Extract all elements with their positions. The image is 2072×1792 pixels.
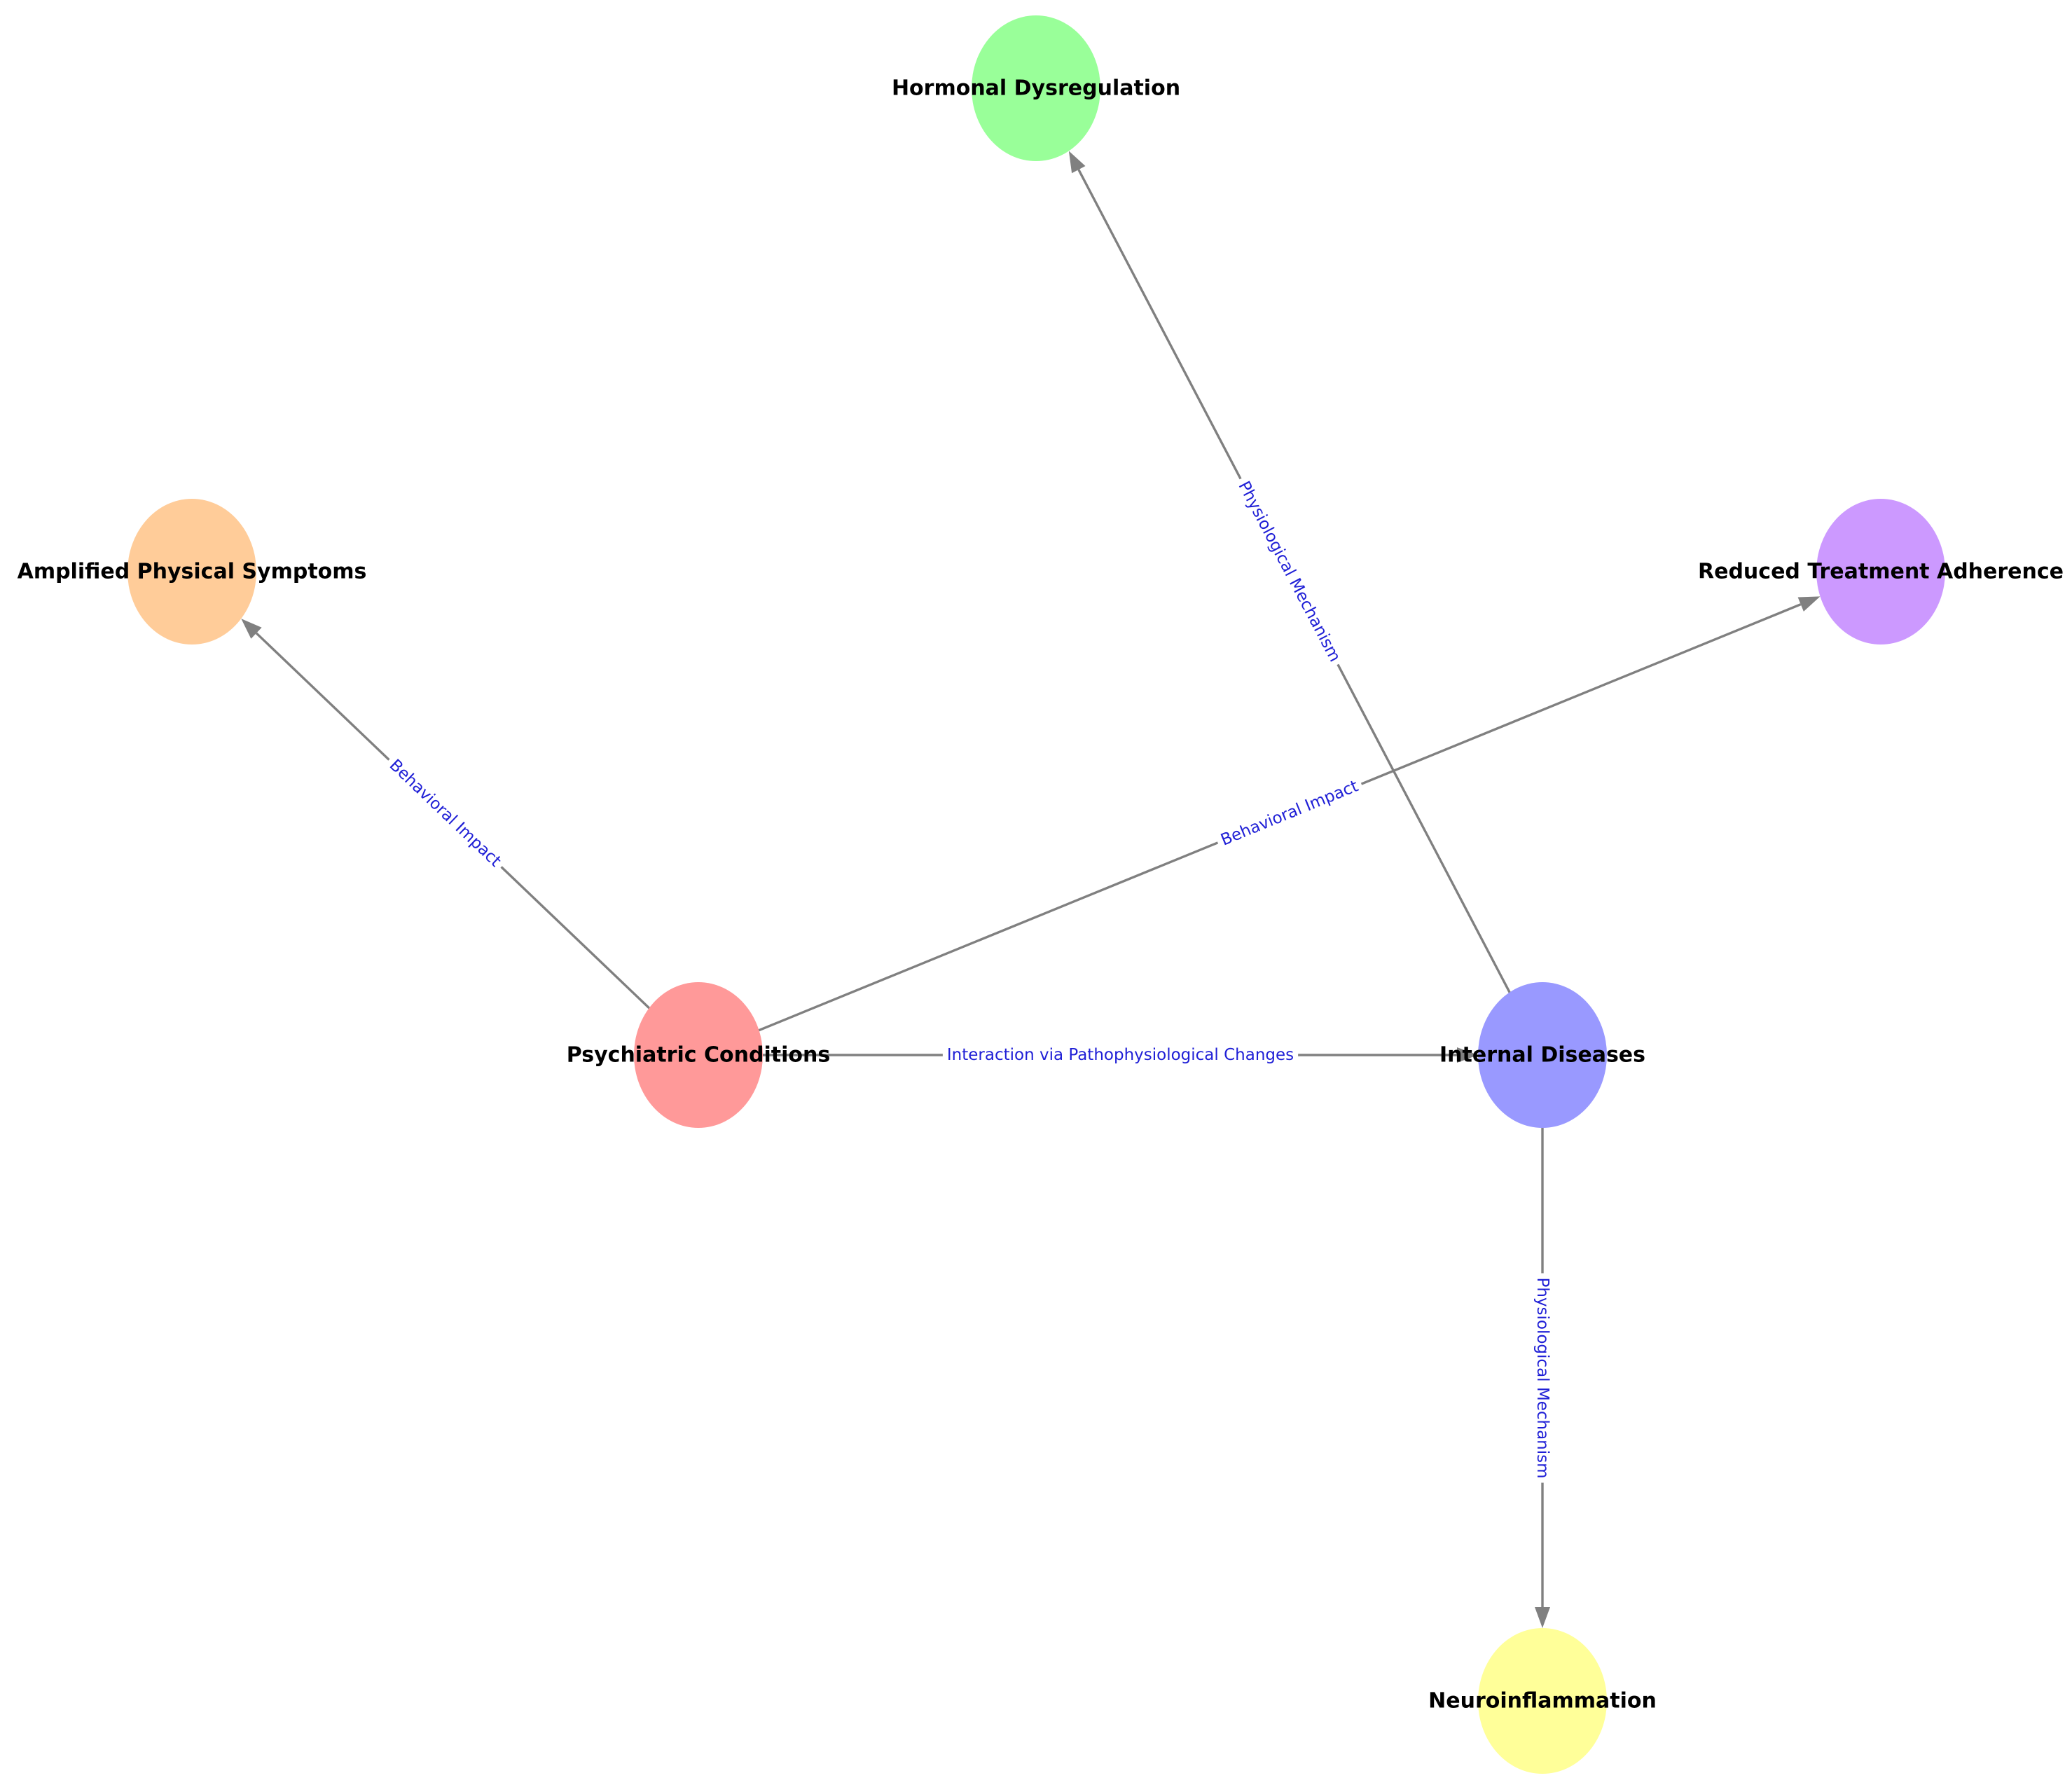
- edge-label-background: [942, 1045, 1299, 1066]
- edge-label-group: Interaction via Pathophysiological Chang…: [942, 1045, 1299, 1066]
- edge-label-group: Behavioral Impact: [382, 752, 509, 875]
- edge-label-background: [1532, 1273, 1553, 1483]
- edge-label: Behavioral Impact: [1218, 777, 1361, 849]
- arrow-head-icon: [1457, 1047, 1478, 1063]
- node-hormonal: [972, 15, 1100, 161]
- edge-label: Behavioral Impact: [386, 756, 505, 870]
- edge-label-background: [382, 752, 509, 875]
- arrow-head-icon: [1797, 596, 1821, 612]
- node-internal: [1478, 982, 1607, 1128]
- node-psychiatric: [634, 982, 763, 1128]
- node-label-internal: Internal Diseases: [1439, 1043, 1645, 1068]
- node-neuro: [1478, 1628, 1607, 1774]
- edge-label-group: Physiological Mechanism: [1231, 474, 1348, 670]
- node-amplified: [127, 499, 256, 645]
- edge-label-group: Behavioral Impact: [1213, 774, 1366, 853]
- arrow-head-icon: [1535, 1607, 1550, 1628]
- node-label-reduced: Reduced Treatment Adherence: [1698, 560, 2064, 584]
- edge-label-background: [1231, 474, 1348, 670]
- arrow-head-icon: [241, 619, 262, 639]
- edge-label: Physiological Mechanism: [1234, 478, 1344, 665]
- edge-label-group: Physiological Mechanism: [1532, 1273, 1553, 1483]
- edge-label: Physiological Mechanism: [1533, 1277, 1552, 1478]
- node-label-hormonal: Hormonal Dysregulation: [892, 76, 1180, 101]
- node-label-neuro: Neuroinflammation: [1428, 1689, 1657, 1714]
- edge-label-background: [1213, 774, 1366, 853]
- edge-label: Interaction via Pathophysiological Chang…: [947, 1046, 1294, 1064]
- node-reduced: [1816, 499, 1945, 645]
- node-label-amplified: Amplified Physical Symptoms: [18, 560, 367, 584]
- node-label-psychiatric: Psychiatric Conditions: [567, 1043, 830, 1068]
- arrow-head-icon: [1068, 151, 1086, 174]
